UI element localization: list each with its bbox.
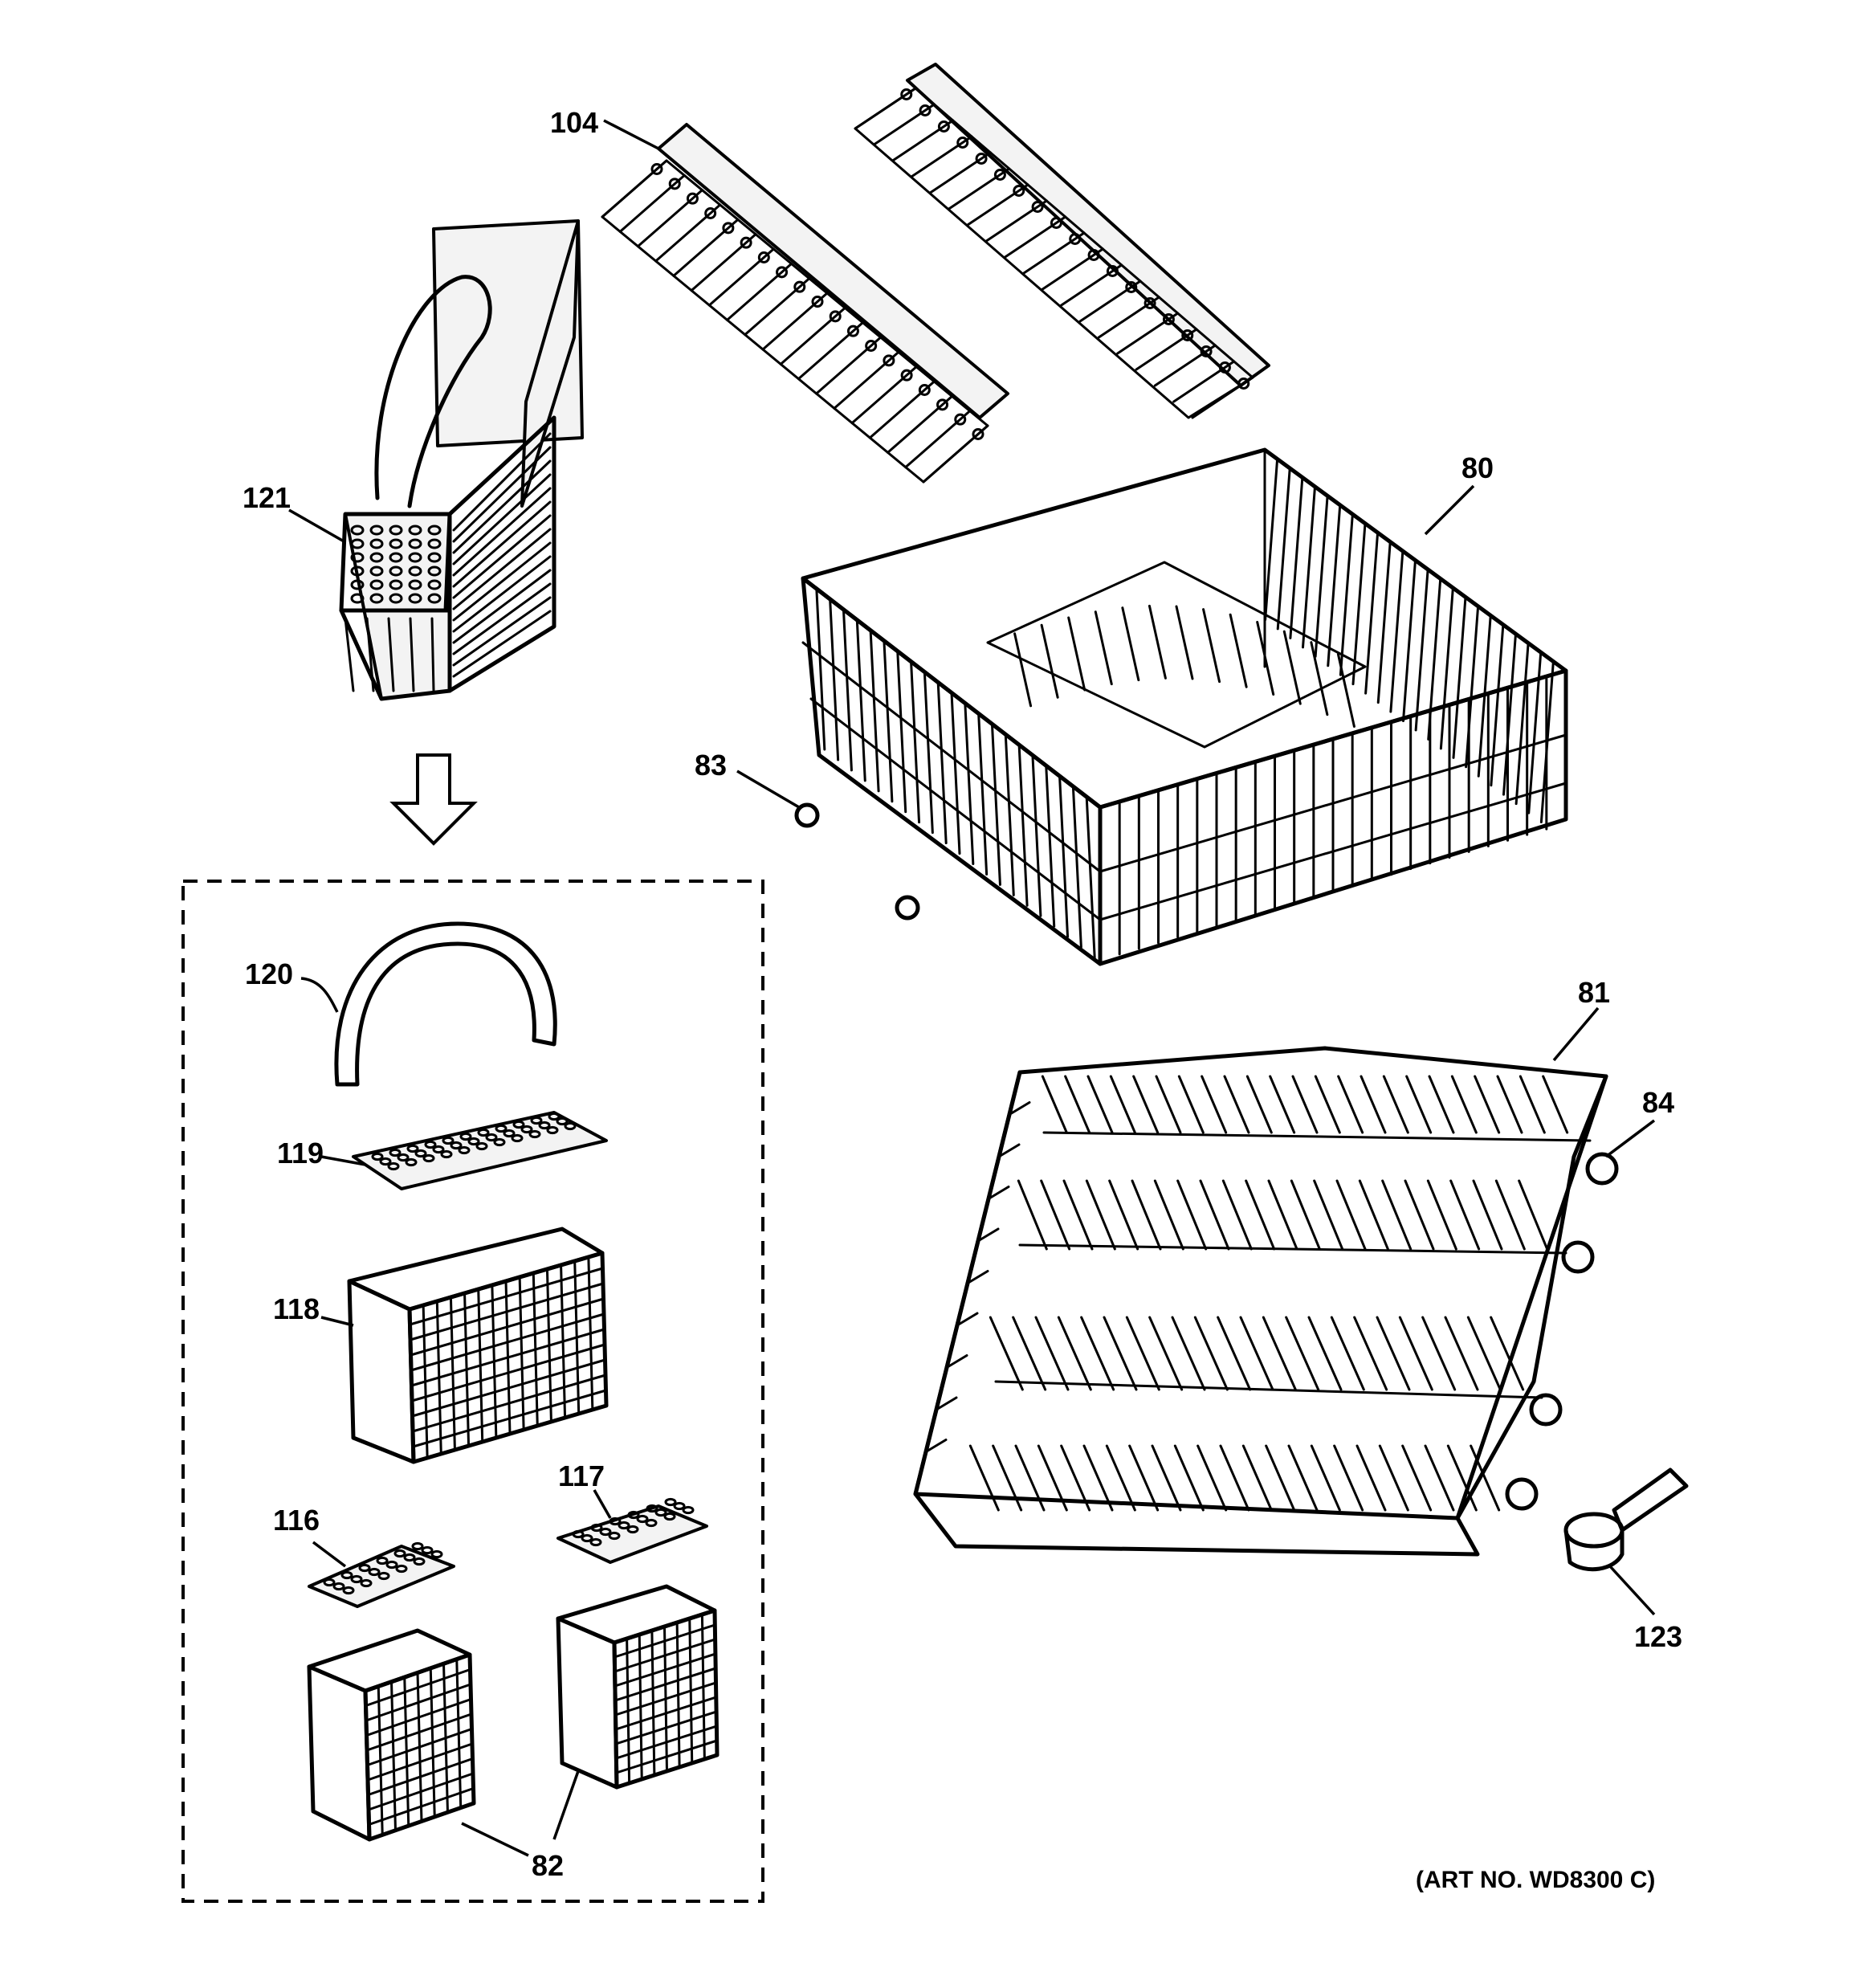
rack-clip-accessory [1563,1468,1689,1572]
callout-119: 119 [277,1137,324,1170]
basket-kit-box [181,880,764,1903]
callout-104: 104 [550,106,598,139]
leader-lines [288,119,1656,1857]
small-lid-117 [556,1497,708,1564]
basket-body [347,1227,609,1464]
callout-123: 123 [1634,1620,1682,1653]
art-number: (ART NO. WD8300 C) [1416,1867,1655,1893]
callout-117: 117 [558,1459,605,1492]
callout-118: 118 [273,1292,320,1325]
callout-116: 116 [273,1504,320,1537]
tine-row-left [601,123,1009,484]
explode-arrow [389,753,478,846]
basket-handle [334,921,557,1087]
callout-84: 84 [1642,1086,1674,1119]
callout-82: 82 [532,1849,564,1882]
callout-81: 81 [1578,976,1610,1009]
callout-120: 120 [245,957,293,990]
small-lid-116 [308,1541,455,1608]
basket-lid [352,1111,608,1190]
small-basket-left [307,1628,476,1842]
silverware-basket-assembled [339,219,584,701]
small-basket-right [556,1584,720,1790]
callout-83: 83 [695,749,727,782]
callout-80: 80 [1461,451,1494,484]
tine-row-right [854,63,1270,419]
lower-rack [913,1046,1619,1557]
callout-121: 121 [243,481,291,514]
upper-rack [794,447,1568,966]
